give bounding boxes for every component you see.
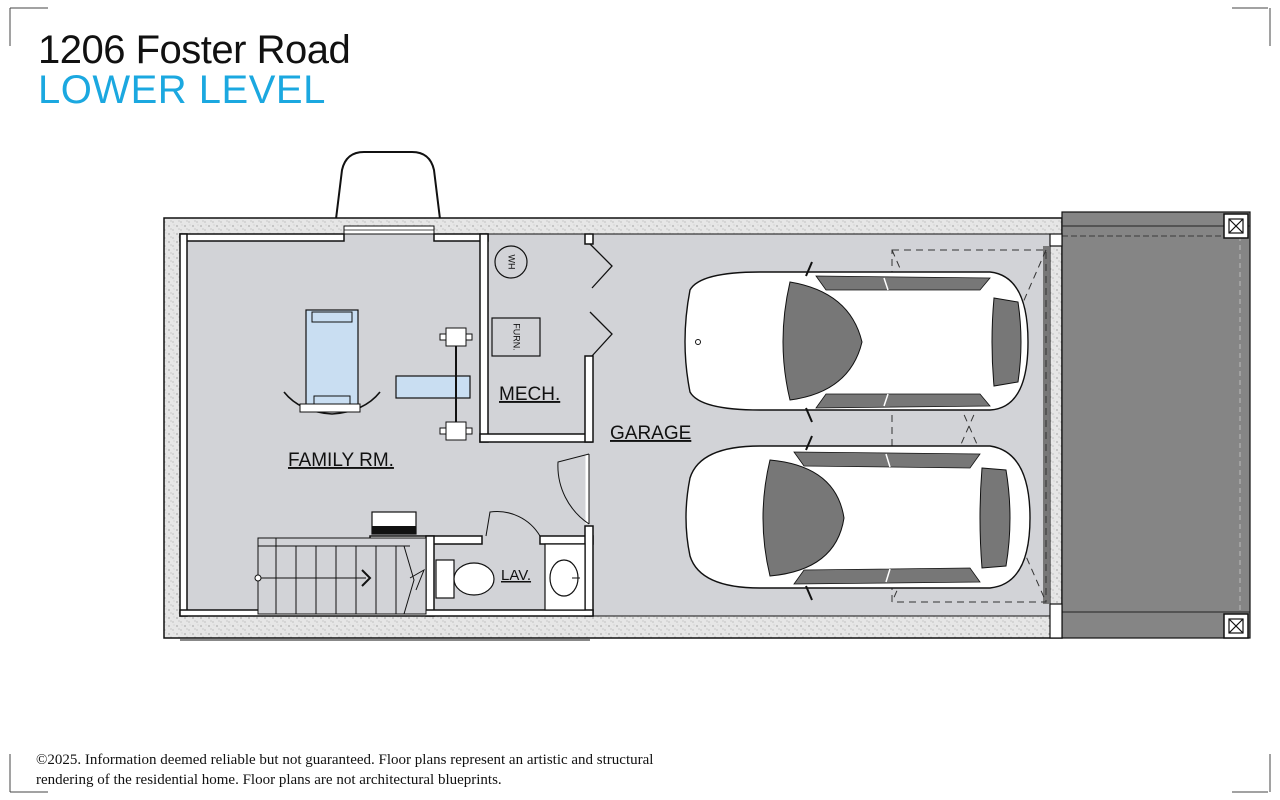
weight-bench (395, 327, 473, 441)
staircase (254, 537, 427, 615)
vanity-sink (544, 543, 586, 611)
disclaimer-line-1: ©2025. Information deemed reliable but n… (36, 752, 654, 768)
crop-marks (9, 7, 1271, 793)
furnace-label: FURN. (512, 323, 522, 351)
lav-label: LAV. (501, 567, 531, 584)
garage-apron (1061, 211, 1251, 639)
mech-bifold-doors (589, 243, 613, 357)
car-icon (684, 261, 1029, 423)
lav-door (485, 511, 541, 537)
disclaimer-line-2: rendering of the residential home. Floor… (36, 772, 502, 788)
garage-label: GARAGE (610, 423, 691, 444)
exercise-machine (283, 309, 381, 415)
garage-entry-door (557, 453, 590, 525)
level-title: LOWER LEVEL (38, 68, 326, 112)
side-table (371, 511, 417, 535)
toilet (435, 559, 495, 599)
disclaimer-text: ©2025. Information deemed reliable but n… (36, 750, 756, 790)
window-well (335, 151, 441, 220)
egress-window (343, 225, 435, 235)
car-icon (685, 435, 1031, 601)
water-heater: WH (494, 245, 528, 279)
family-room-label: FAMILY RM. (288, 450, 394, 471)
furnace: FURN. (491, 317, 541, 357)
water-heater-label: WH (507, 255, 517, 270)
property-address: 1206 Foster Road (38, 28, 351, 72)
mech-room-label: MECH. (499, 384, 560, 405)
